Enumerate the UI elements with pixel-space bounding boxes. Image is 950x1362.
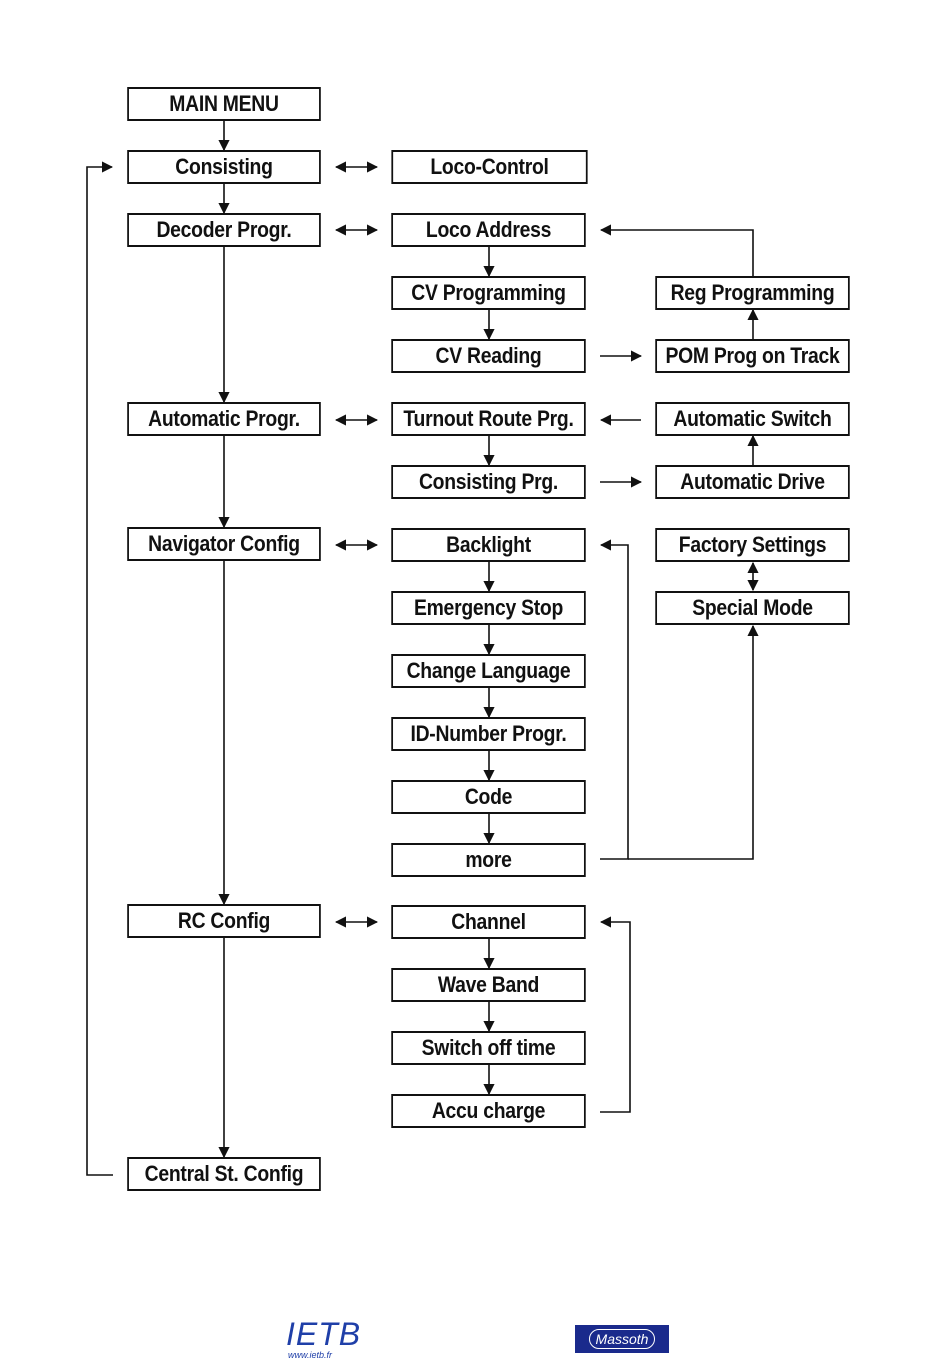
node-channel: Channel — [391, 905, 586, 939]
node-special-mode: Special Mode — [655, 591, 850, 625]
node-wave-band: Wave Band — [391, 968, 586, 1002]
massoth-logo: Massoth — [575, 1325, 669, 1353]
node-factory-settings: Factory Settings — [655, 528, 850, 562]
node-pom-prog-on-track: POM Prog on Track — [655, 339, 850, 373]
node-automatic-drive: Automatic Drive — [655, 465, 850, 499]
node-switch-off-time: Switch off time — [391, 1031, 586, 1065]
ietb-url: www.ietb.fr — [288, 1350, 333, 1360]
node-cv-reading: CV Reading — [391, 339, 586, 373]
edge-accu-to-channel — [599, 916, 631, 1113]
node-turnout-route-prg: Turnout Route Prg. — [391, 402, 586, 436]
ietb-logo-text: IETB — [286, 1316, 362, 1352]
node-rc-config: RC Config — [127, 904, 321, 938]
node-accu-charge: Accu charge — [391, 1094, 586, 1128]
node-id-number-progr: ID-Number Progr. — [391, 717, 586, 751]
node-code: Code — [391, 780, 586, 814]
node-emergency-stop: Emergency Stop — [391, 591, 586, 625]
edge-more-to-special-mode — [628, 624, 759, 860]
node-automatic-switch: Automatic Switch — [655, 402, 850, 436]
edge-reg-to-loco-address — [599, 224, 754, 276]
node-consisting: Consisting — [127, 150, 321, 184]
node-cv-programming: CV Programming — [391, 276, 586, 310]
node-decoder-progr: Decoder Progr. — [127, 213, 321, 247]
ietb-logo: IETB www.ietb.fr — [286, 1316, 362, 1362]
node-main-menu: MAIN MENU — [127, 87, 321, 121]
node-reg-programming: Reg Programming — [655, 276, 850, 310]
node-central-st-config: Central St. Config — [127, 1157, 321, 1191]
node-loco-control: Loco-Control — [391, 150, 588, 184]
edge-central-loop-to-consisting — [86, 161, 114, 1176]
node-more: more — [391, 843, 586, 877]
node-automatic-progr: Automatic Progr. — [127, 402, 321, 436]
node-backlight: Backlight — [391, 528, 586, 562]
node-loco-address: Loco Address — [391, 213, 586, 247]
node-change-language: Change Language — [391, 654, 586, 688]
edge-more-to-backlight — [599, 539, 629, 860]
node-navigator-config: Navigator Config — [127, 527, 321, 561]
massoth-logo-text: Massoth — [588, 1329, 656, 1349]
node-consisting-prg: Consisting Prg. — [391, 465, 586, 499]
